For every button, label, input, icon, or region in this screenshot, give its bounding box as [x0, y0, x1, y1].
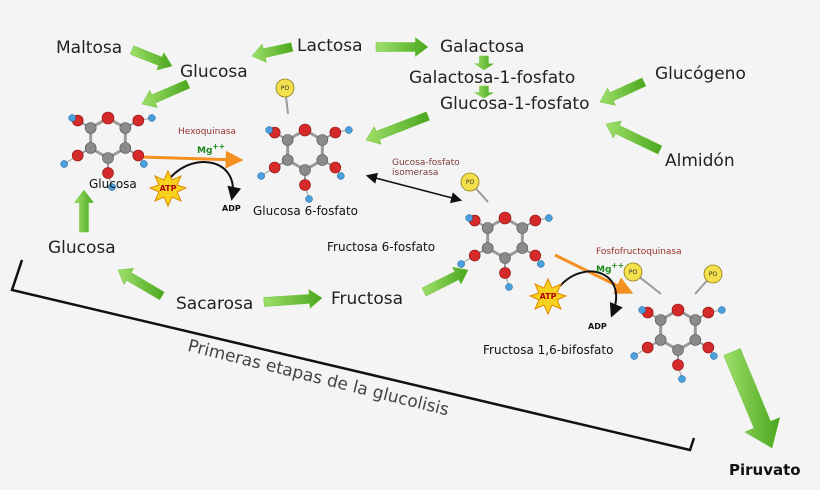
fructosa-6-fosfato-label: Fructosa 6-fosfato	[327, 240, 436, 254]
fructose-1-6-bisphosphate-molecule: PO PO	[623, 262, 726, 383]
almidon-to-glc1p-arrow	[605, 120, 663, 155]
isomerasa-label: Gucosa-fosfato isomerasa	[392, 158, 460, 179]
maltosa-label: Maltosa	[56, 38, 123, 58]
glucogeno-to-glc1p-arrow	[599, 77, 647, 106]
glucosa-up-arrow	[73, 189, 95, 233]
atp-burst-2: ATP	[528, 277, 568, 316]
atp-burst-1: ATP	[148, 169, 188, 208]
piruvato-label: Piruvato	[729, 461, 801, 479]
svg-text:PO: PO	[466, 179, 475, 186]
to-piruvato-arrow	[723, 348, 781, 449]
galactosa-to-gal1p-arrow	[473, 55, 495, 71]
glucosa-1-fosfato-label: Glucosa-1-fosfato	[440, 94, 590, 114]
glucosa-to-molecule-arrow	[141, 79, 191, 108]
hexoquinasa-label: Hexoquinasa	[178, 127, 237, 137]
galactosa-1-fosfato-label: Galactosa-1-fosfato	[409, 68, 576, 88]
fosfofructoquinasa-label: Fosfofructoquinasa	[596, 247, 682, 257]
lactosa-to-glucosa-arrow	[251, 42, 294, 63]
green-arrows-group	[73, 36, 781, 449]
fructosa-1-6-bifosfato-label: Fructosa 1,6-bifosfato	[483, 343, 614, 357]
glucose-6-phosphate-molecule: PO	[257, 78, 353, 203]
lactosa-to-galactosa-arrow	[375, 36, 429, 58]
maltosa-to-glucosa-arrow	[129, 45, 173, 71]
glucose-molecule	[60, 111, 156, 191]
lactosa-label: Lactosa	[297, 36, 363, 56]
svg-text:PO: PO	[709, 271, 718, 278]
fructose-6-phosphate-molecule: PO	[457, 172, 553, 291]
glucogeno-label: Glucógeno	[655, 64, 746, 84]
isomerase-arrow	[365, 172, 463, 204]
mg-label-1: Mg++	[197, 142, 225, 156]
svg-text:PO: PO	[281, 85, 290, 92]
glc1p-to-g6p-arrow	[365, 111, 430, 145]
galactosa-label: Galactosa	[440, 37, 525, 57]
adp-label-1: ADP	[222, 204, 241, 213]
glucosa-6-fosfato-label: Glucosa 6-fosfato	[253, 204, 359, 218]
svg-text:PO: PO	[629, 269, 638, 276]
sacarosa-to-glucosa-arrow	[117, 267, 165, 301]
glucosa-left-label: Glucosa	[48, 238, 116, 258]
atp-adp-curve-1	[169, 161, 242, 201]
fructosa-label: Fructosa	[331, 289, 403, 309]
glucosa-molecule-label: Glucosa	[89, 177, 137, 191]
glucosa-top-label: Glucosa	[180, 62, 248, 82]
atp-label-2: ATP	[540, 292, 557, 301]
atp-adp-curve-2	[559, 270, 623, 318]
sacarosa-to-fructosa-arrow	[263, 288, 323, 309]
pfk-arrow	[554, 253, 634, 294]
stage-bracket	[10, 259, 696, 452]
hexokinase-arrow	[139, 150, 244, 169]
mg-label-2: Mg++	[596, 261, 624, 275]
gal1p-to-glc1p-arrow	[473, 85, 495, 99]
sacarosa-label: Sacarosa	[176, 294, 254, 314]
adp-label-2: ADP	[588, 322, 607, 331]
fructosa-to-f6p-arrow	[421, 266, 469, 297]
atp-label-1: ATP	[160, 184, 177, 193]
almidon-label: Almidón	[665, 151, 735, 171]
